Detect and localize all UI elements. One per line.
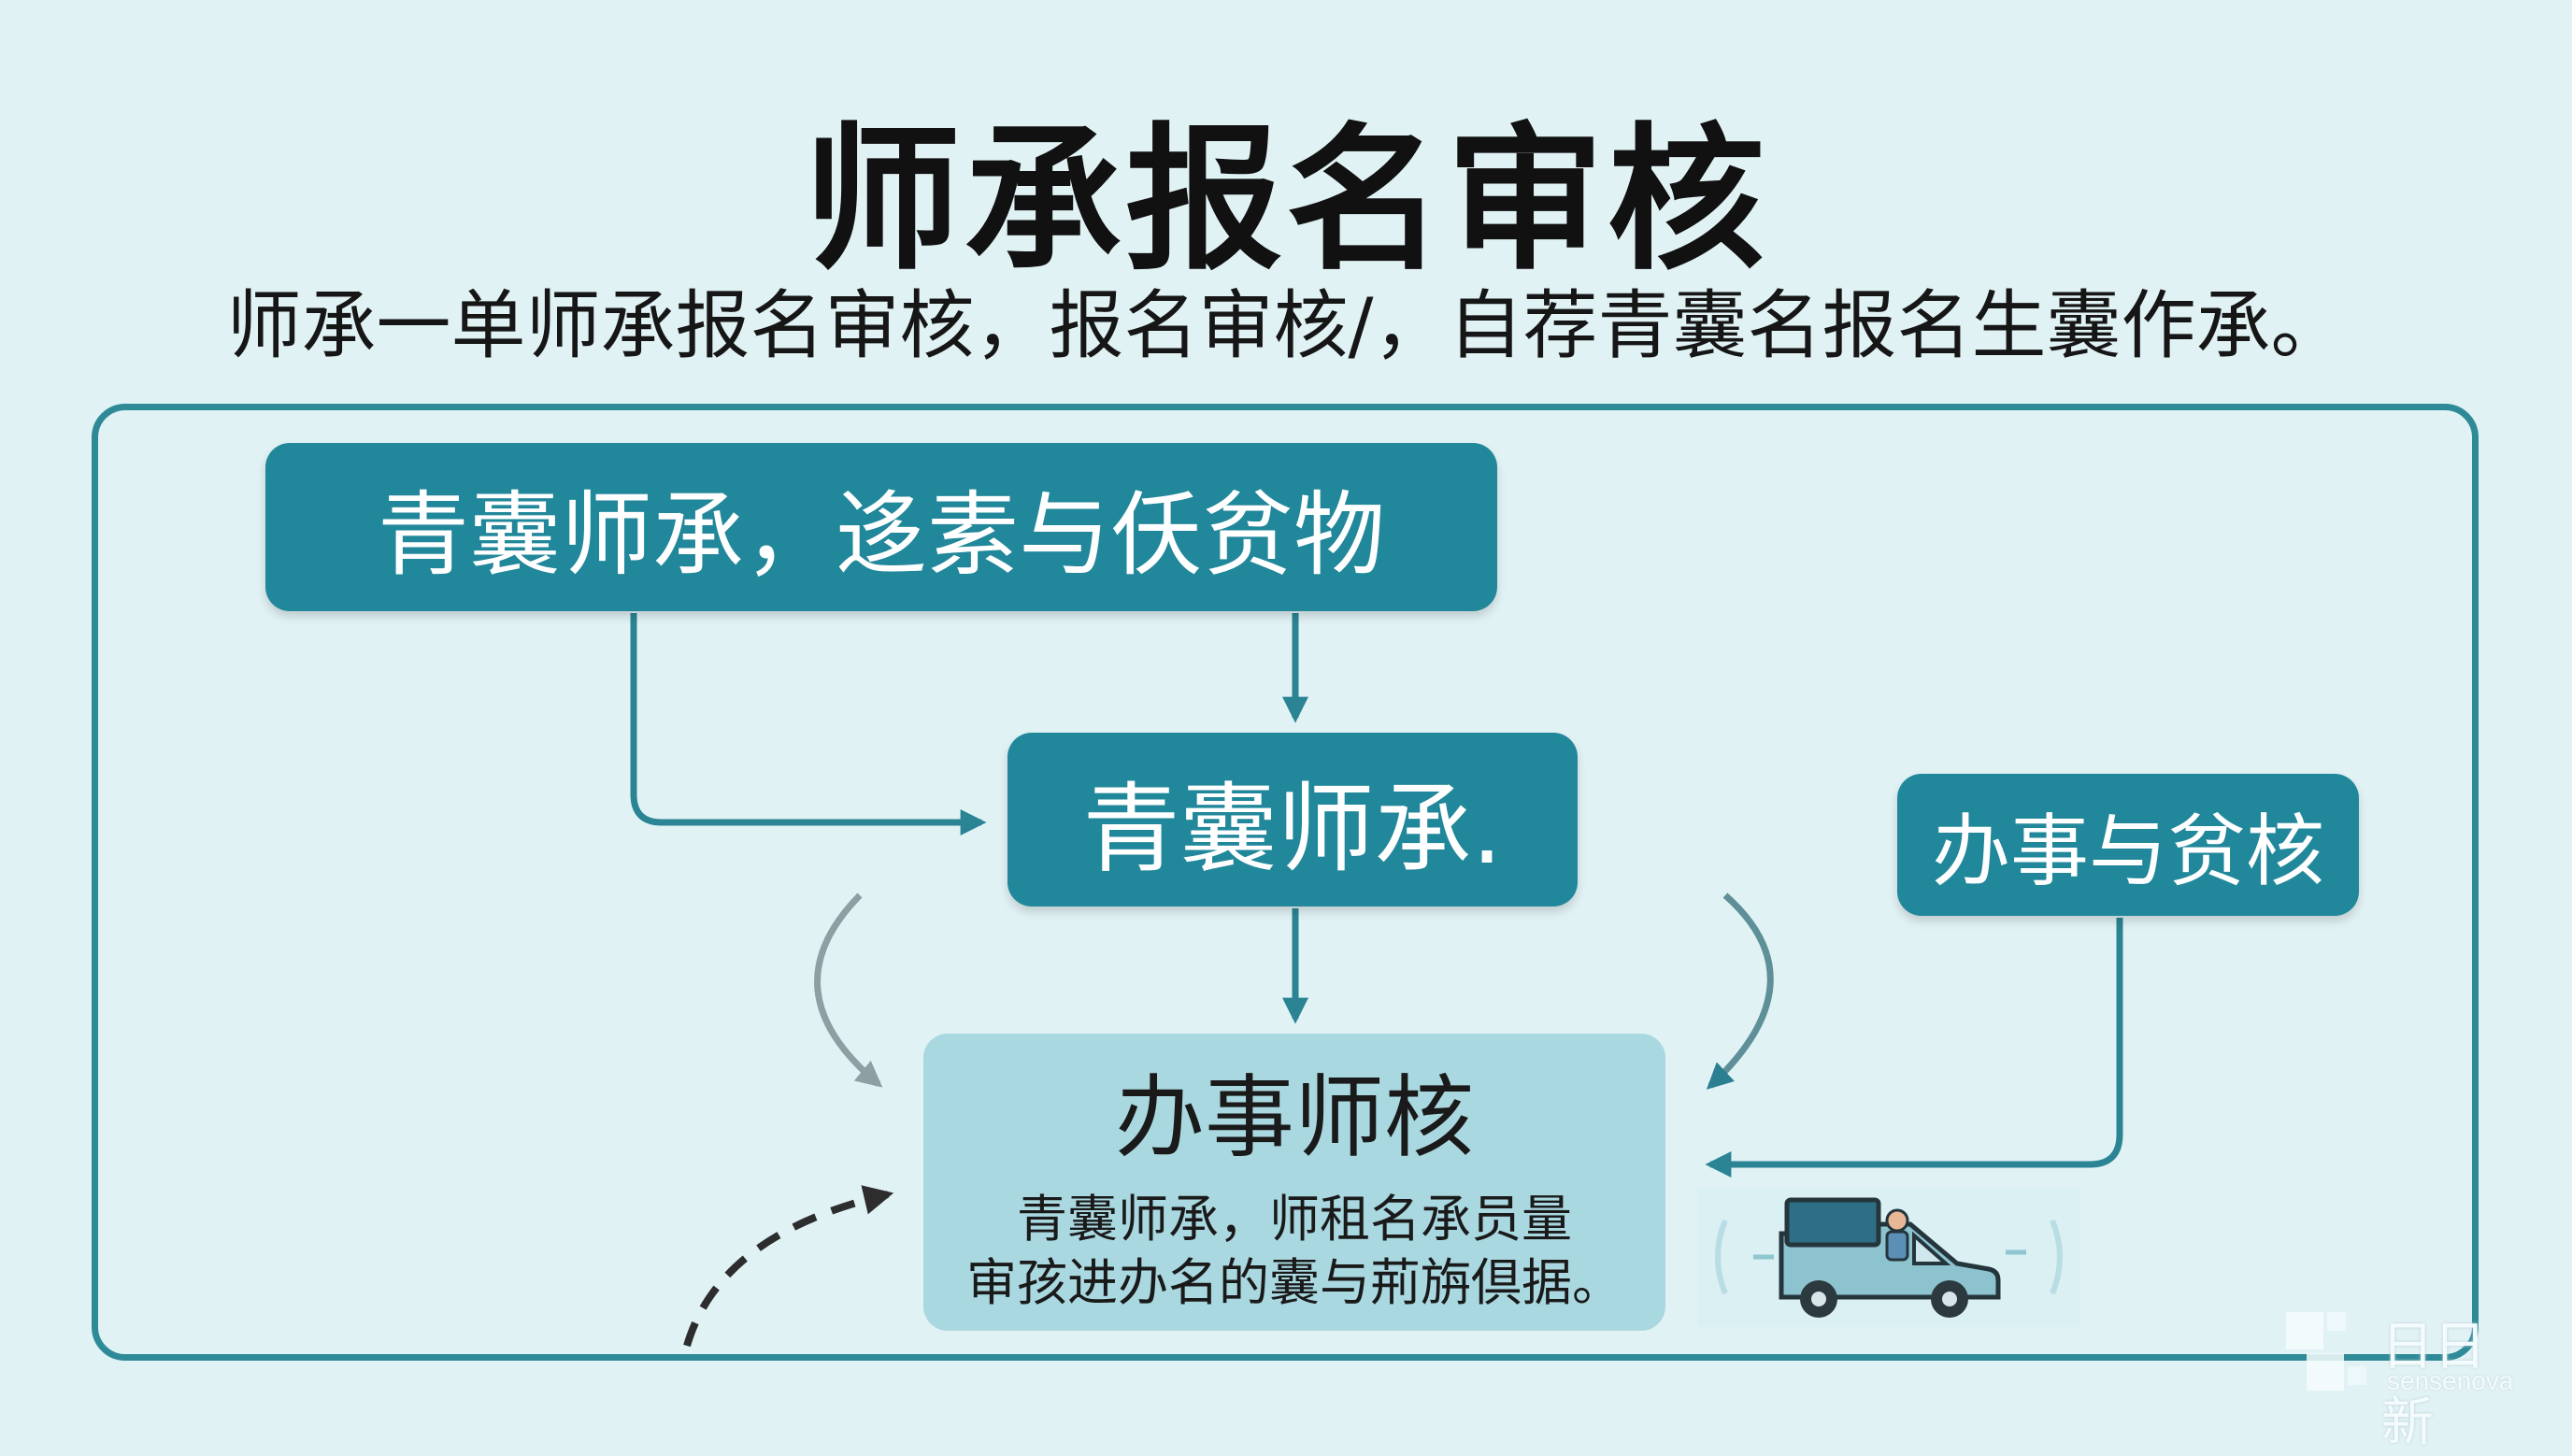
review-line-2: 审孩进办名的囊与荊旃倶据。 bbox=[966, 1252, 1622, 1312]
node-right: 办事与贫核 bbox=[1897, 774, 2359, 916]
node-right-label: 办事与贫核 bbox=[1931, 805, 2324, 897]
brand-logo-icon bbox=[2286, 1312, 2366, 1391]
node-top-label: 青囊师承，迻素与仸贫物 bbox=[377, 482, 1385, 589]
node-top: 青囊师承，迻素与仸贫物 bbox=[265, 443, 1497, 611]
node-middle: 青囊师承. bbox=[1007, 733, 1578, 906]
curved-arrow-right bbox=[1706, 892, 1774, 1090]
brand-watermark: 日日新 sensenova bbox=[2284, 1305, 2536, 1453]
review-line-1: 青囊师承，师租名承员量 bbox=[1017, 1190, 1572, 1249]
arrow-right-to-review bbox=[1705, 918, 2123, 1178]
review-description: 青囊师承，师租名承员量 审孩进办名的囊与荊旃倶据。 bbox=[966, 1188, 1622, 1314]
curved-arrow-left bbox=[814, 892, 883, 1088]
review-title: 办事师核 bbox=[1115, 1065, 1474, 1170]
page-title: 师承报名审核 bbox=[804, 108, 1768, 292]
node-middle-label: 青囊师承. bbox=[1082, 771, 1503, 886]
arrow-elbow-to-middle bbox=[630, 613, 987, 835]
node-review: 办事师核 青囊师承，师租名承员量 审孩进办名的囊与荊旃倶据。 bbox=[923, 1034, 1665, 1331]
brand-subname: sensenova bbox=[2387, 1366, 2514, 1395]
dashed-arrow bbox=[683, 1185, 894, 1348]
diagram-frame bbox=[92, 404, 2479, 1361]
page-subtitle: 师承一单师承报名审核，报名审核/，自荐青囊名报名生囊作承。 bbox=[226, 282, 2346, 369]
delivery-van-icon bbox=[1697, 1187, 2080, 1327]
